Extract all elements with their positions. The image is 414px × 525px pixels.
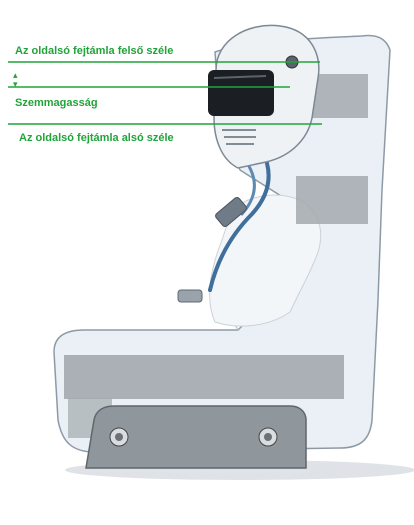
top-edge-label: Az oldalsó fejtámla felső széle (15, 45, 174, 57)
up-down-arrow-icon: ▴▾ (13, 70, 18, 89)
helmet-visor-glint (213, 75, 267, 79)
seat-mount (85, 405, 307, 469)
mount-bolt-right (258, 427, 278, 447)
seat-cushion-pad (64, 355, 344, 399)
shoulder-side-pad (296, 176, 368, 224)
eye-level-label: Szemmagasság (15, 97, 98, 109)
mount-bolt-left (109, 427, 129, 447)
harness-lower-buckle (177, 289, 203, 303)
harness-strap (208, 148, 271, 292)
bottom-edge-label: Az oldalsó fejtámla alsó széle (19, 132, 174, 144)
harness-buckle (215, 196, 247, 228)
helmet-visor (208, 70, 274, 116)
helmet-chin-vents (222, 129, 256, 145)
